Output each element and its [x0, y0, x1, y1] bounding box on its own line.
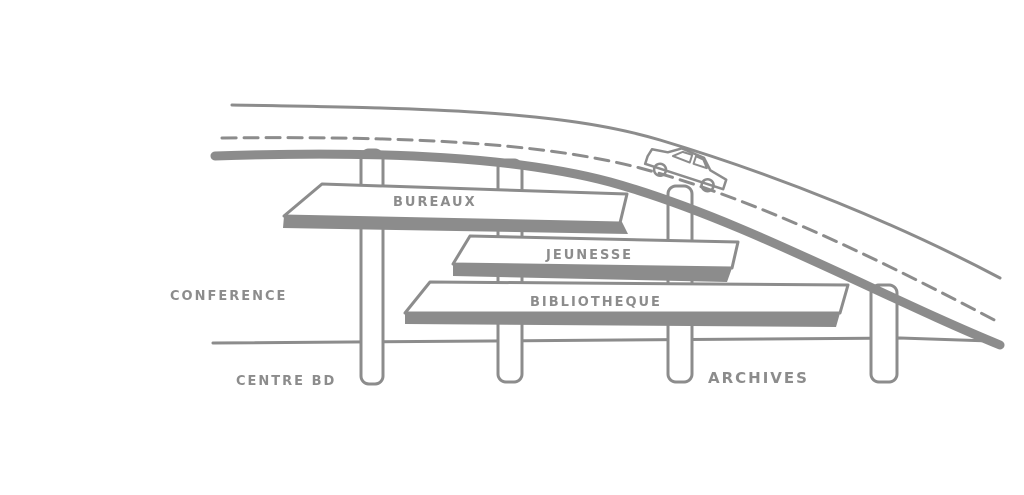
ground-line	[211, 336, 992, 345]
road-top-edge	[230, 103, 1002, 280]
road-center-line	[220, 136, 1002, 325]
slab-bureaux-top	[282, 182, 629, 225]
slab-jeunesse-top	[451, 234, 740, 270]
label-conference: CONFERENCE	[170, 289, 287, 304]
car-icon	[643, 147, 728, 193]
slab-bibliotheque-top	[403, 280, 850, 315]
slab-bureaux: BURЕAUX	[282, 182, 629, 234]
slab-bibliotheque: BIBLIOTHEQUE	[403, 280, 850, 327]
label-archives: ARCHIVES	[708, 369, 809, 387]
elevated-road	[210, 103, 1005, 350]
slab-bureaux-edge	[283, 216, 628, 234]
road-bottom-edge	[210, 149, 1005, 350]
pillar-4	[869, 283, 899, 384]
slab-bibliotheque-edge	[405, 313, 840, 327]
label-bibliotheque: BIBLIOTHEQUE	[530, 295, 662, 310]
label-jeunesse: JEUNESSE	[545, 248, 633, 263]
slab-jeunesse: JEUNESSE	[451, 234, 740, 282]
label-centre-bd: CENTRE BD	[236, 374, 336, 389]
label-bureaux: BURЕAUX	[393, 195, 477, 210]
